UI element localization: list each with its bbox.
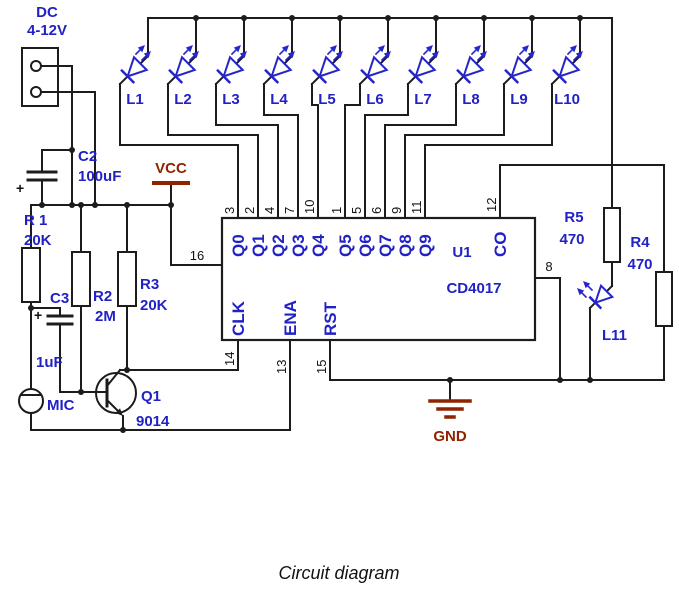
c2-value: 100uF	[78, 168, 121, 185]
r2-ref: R2	[93, 288, 112, 305]
led-label-L7: L7	[414, 91, 432, 108]
led-label-L9: L9	[510, 91, 528, 108]
c3-value: 1uF	[36, 354, 63, 371]
led-label-L8: L8	[462, 91, 480, 108]
figure-caption: Circuit diagram	[278, 563, 399, 583]
r1-ref: R 1	[24, 212, 47, 229]
ic-pin16-number: 16	[190, 248, 204, 263]
ic-output-Q3: Q3	[289, 234, 308, 257]
led-label-L6: L6	[366, 91, 384, 108]
ic-output-Q7: Q7	[376, 234, 395, 257]
ic-rst-label: RST	[321, 301, 340, 336]
dc-label: DC	[36, 4, 58, 21]
led-L4: L4 7Q3	[262, 15, 308, 257]
ic-pin-number-10: 10	[302, 200, 317, 214]
resistor-r1	[21, 247, 41, 303]
c3-ref: C3	[50, 290, 69, 307]
ic-output-Q2: Q2	[269, 234, 288, 257]
ic-output-Q0: Q0	[229, 234, 248, 257]
ic-ena-label: ENA	[281, 300, 300, 336]
led-label-L3: L3	[222, 91, 240, 108]
q1-value: 9014	[136, 413, 170, 430]
l11-label: L11	[602, 327, 627, 344]
r4-value: 470	[627, 256, 652, 273]
ic-output-Q1: Q1	[249, 234, 268, 257]
led-L3: L3 4Q2	[214, 15, 288, 257]
ic-part-label: CD4017	[446, 280, 501, 297]
ic-pin15-number: 15	[314, 360, 329, 374]
r5-ref: R5	[564, 209, 583, 226]
led-label-L2: L2	[174, 91, 192, 108]
gnd-label: GND	[433, 428, 467, 445]
q1-ref: Q1	[141, 388, 161, 405]
transistor-q1	[95, 372, 137, 416]
microphone-icon	[18, 388, 44, 414]
ic-pin-number-6: 6	[369, 207, 384, 214]
dc-connector	[21, 47, 59, 107]
ic-output-Q9: Q9	[416, 234, 435, 257]
ic-pin-number-5: 5	[349, 207, 364, 214]
resistor-r5	[603, 207, 621, 263]
ic-output-Q5: Q5	[336, 234, 355, 257]
ic-pin-number-7: 7	[282, 207, 297, 214]
c2-plus-sign: +	[16, 180, 24, 196]
ic-pin8-number: 8	[545, 259, 552, 274]
ic-output-Q6: Q6	[356, 234, 375, 257]
ic-pin12-number: 12	[484, 198, 499, 212]
junction-dots	[28, 147, 593, 433]
r3-value: 20K	[140, 297, 168, 314]
r2-value: 2M	[95, 308, 116, 325]
c3-plus-sign: +	[34, 307, 42, 323]
resistor-r4	[655, 271, 673, 327]
ic-pin-number-2: 2	[242, 207, 257, 214]
led-label-L1: L1	[126, 91, 144, 108]
r3-ref: R3	[140, 276, 159, 293]
led-label-L10: L10	[554, 91, 580, 108]
c2-ref: C2	[78, 148, 97, 165]
ic-pin14-number: 14	[222, 352, 237, 366]
resistor-r2	[71, 251, 91, 307]
ic-output-Q8: Q8	[396, 234, 415, 257]
vcc-label: VCC	[155, 160, 187, 177]
led-L2: L2 2Q1	[166, 15, 268, 257]
ic-co-label: CO	[491, 232, 510, 258]
resistor-r3	[117, 251, 137, 307]
led-L8: L8 6Q7	[369, 15, 487, 257]
ic-pin13-number: 13	[274, 360, 289, 374]
led-L1: L1 3Q0	[118, 17, 248, 257]
ic-pin-number-11: 11	[409, 201, 424, 215]
r4-ref: R4	[630, 234, 650, 251]
gnd-icon	[428, 399, 472, 419]
ic-pin-number-1: 1	[329, 207, 344, 214]
ic-cd4017-body	[220, 216, 537, 342]
capacitor-plates	[26, 170, 74, 326]
ic-pin-number-4: 4	[262, 207, 277, 214]
led-label-L4: L4	[270, 91, 288, 108]
ic-output-Q4: Q4	[309, 234, 328, 257]
ic-ref-label: U1	[452, 244, 471, 261]
dc-voltage-label: 4-12V	[27, 22, 67, 39]
led-label-L5: L5	[318, 91, 336, 108]
led-L9: L9 9Q8	[389, 15, 535, 257]
wires	[30, 17, 665, 431]
ic-pin-number-3: 3	[222, 207, 237, 214]
r1-value: 20K	[24, 232, 52, 249]
led-L7: L7 5Q6	[349, 15, 439, 257]
led-L11	[577, 281, 615, 310]
led-L6: L6 1Q5	[329, 15, 391, 257]
ic-pin-number-9: 9	[389, 207, 404, 214]
mic-label: MIC	[47, 397, 75, 414]
r5-value: 470	[559, 231, 584, 248]
ic-clk-label: CLK	[229, 300, 248, 336]
